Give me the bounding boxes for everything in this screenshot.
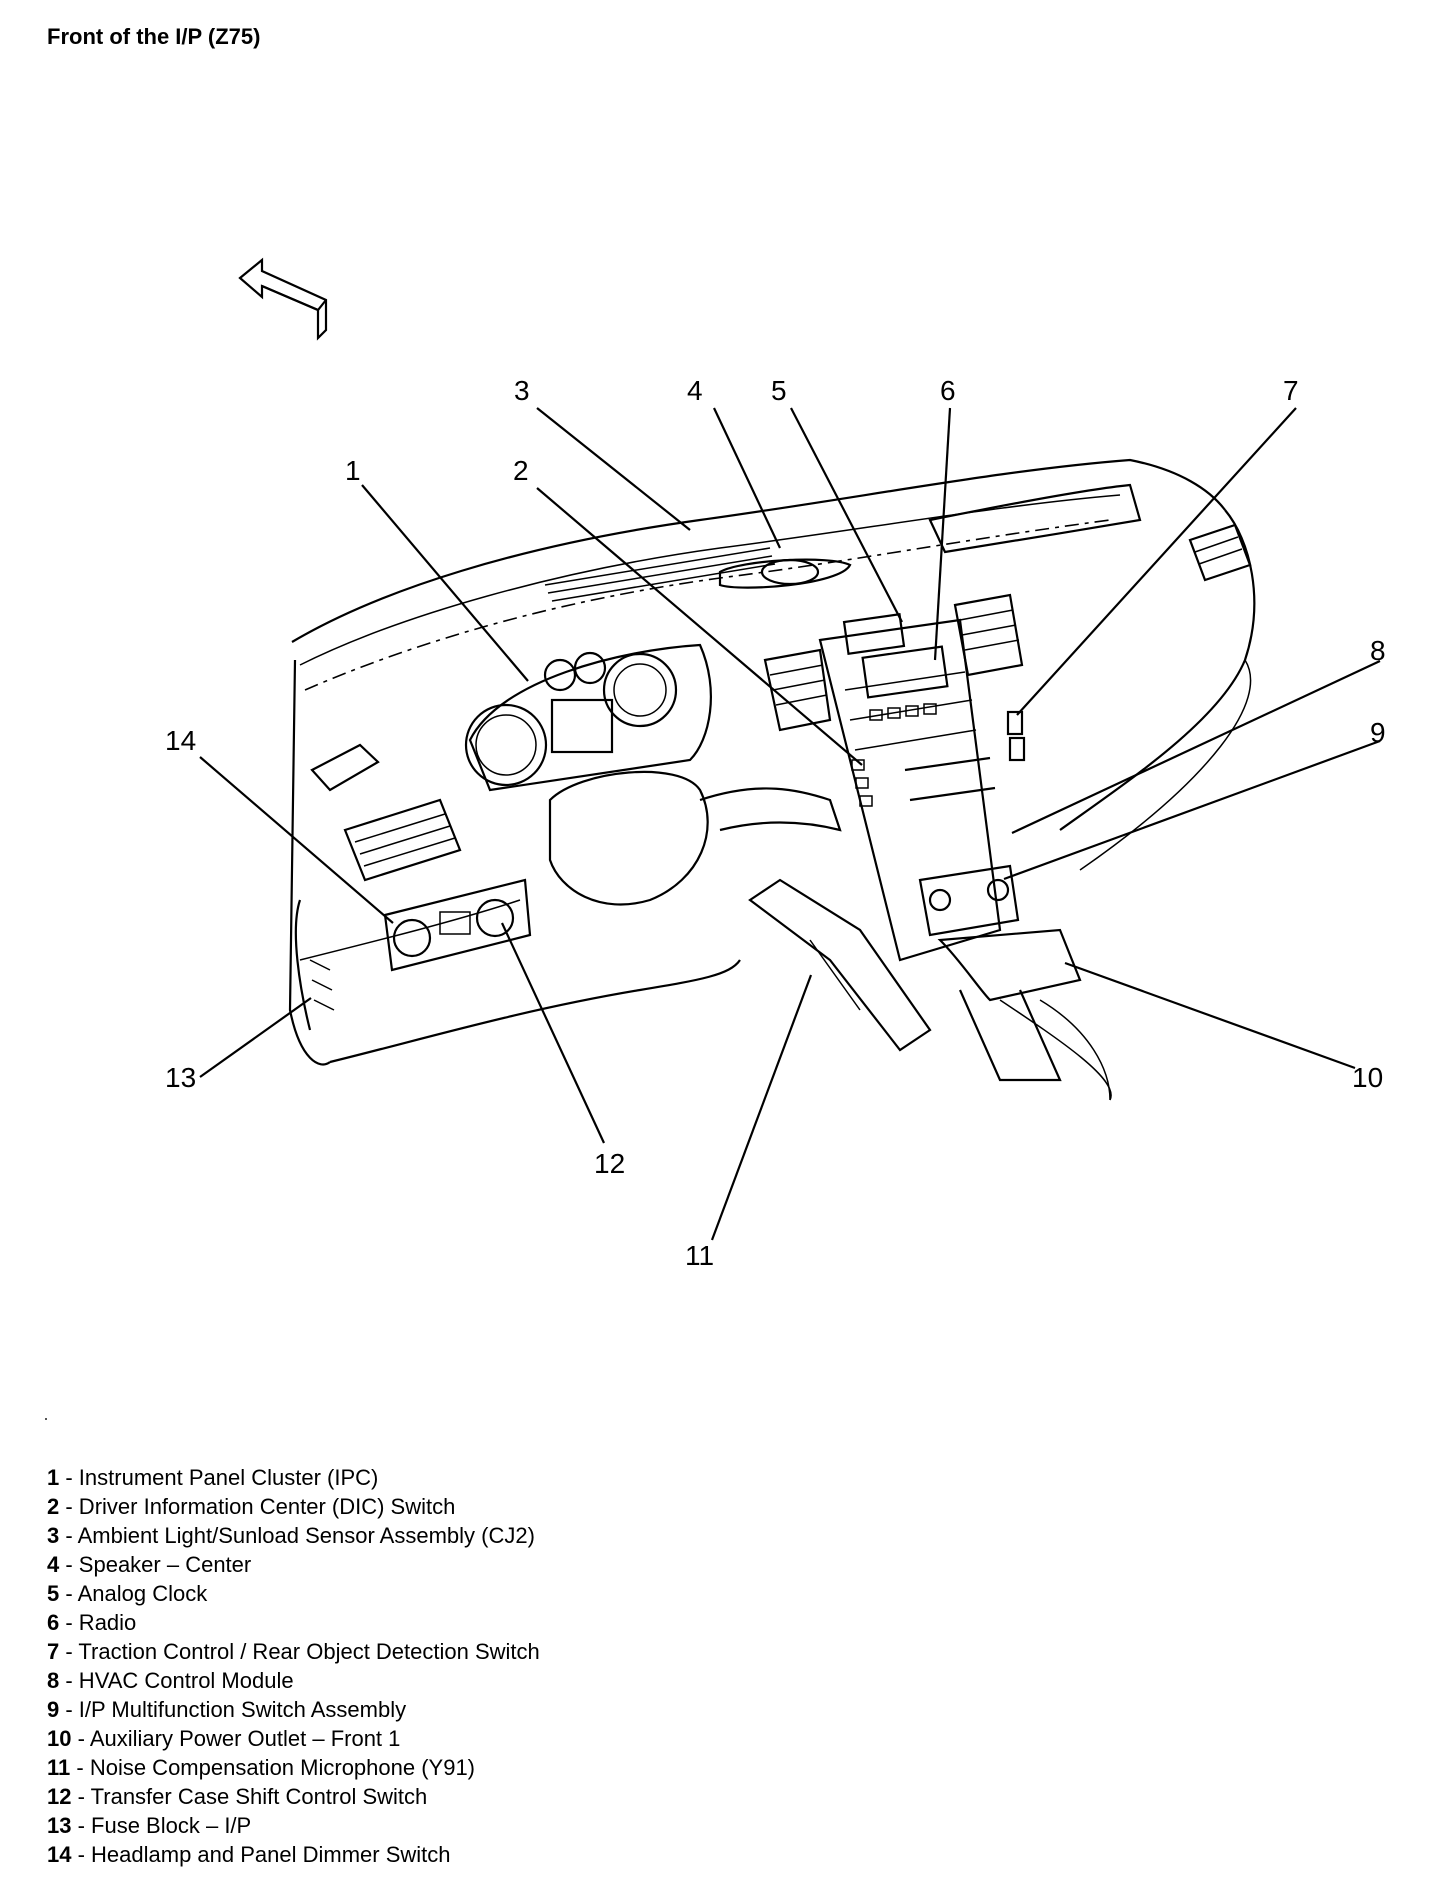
legend-item: 14 - Headlamp and Panel Dimmer Switch [47, 1840, 540, 1869]
legend-item: 11 - Noise Compensation Microphone (Y91) [47, 1753, 540, 1782]
legend-item-text: - Speaker – Center [59, 1552, 252, 1577]
instrument-panel-diagram: 1 2 3 4 5 6 7 8 9 10 11 12 13 14 [165, 257, 1386, 1271]
legend-item: 8 - HVAC Control Module [47, 1666, 540, 1695]
leader-lines [199, 407, 1381, 1241]
legend-item: 4 - Speaker – Center [47, 1550, 540, 1579]
legend-item-number: 4 [47, 1552, 60, 1577]
callout-1: 1 [345, 455, 361, 486]
legend-item-number: 2 [47, 1494, 60, 1519]
legend-item: 2 - Driver Information Center (DIC) Swit… [47, 1492, 540, 1521]
legend-item-text: - Noise Compensation Microphone (Y91) [70, 1755, 476, 1780]
callout-14: 14 [165, 725, 196, 756]
legend-item: 3 - Ambient Light/Sunload Sensor Assembl… [47, 1521, 540, 1550]
callout-2: 2 [513, 455, 529, 486]
callout-4: 4 [687, 375, 703, 406]
legend-item-number: 10 [47, 1726, 72, 1751]
legend-item-text: - HVAC Control Module [59, 1668, 294, 1693]
legend-item-text: - Traction Control / Rear Object Detecti… [59, 1639, 540, 1664]
legend-item: 6 - Radio [47, 1608, 540, 1637]
legend-item-text: - Driver Information Center (DIC) Switch [59, 1494, 456, 1519]
legend-item-text: - Headlamp and Panel Dimmer Switch [71, 1842, 451, 1867]
callout-labels: 1 2 3 4 5 6 7 8 9 10 11 12 13 14 [165, 375, 1386, 1271]
legend-item-text: - Auxiliary Power Outlet – Front 1 [71, 1726, 401, 1751]
callout-12: 12 [594, 1148, 625, 1179]
legend-item: 7 - Traction Control / Rear Object Detec… [47, 1637, 540, 1666]
callout-6: 6 [940, 375, 956, 406]
legend-list: 1 - Instrument Panel Cluster (IPC)2 - Dr… [47, 1463, 540, 1869]
page-title: Front of the I/P (Z75) [47, 24, 261, 49]
legend-item-number: 13 [47, 1813, 72, 1838]
dashboard-outline [288, 458, 1256, 1101]
legend-item: 9 - I/P Multifunction Switch Assembly [47, 1695, 540, 1724]
legend-item-text: - I/P Multifunction Switch Assembly [59, 1697, 407, 1722]
legend-item-text: - Instrument Panel Cluster (IPC) [59, 1465, 379, 1490]
forward-arrow-icon [238, 257, 328, 341]
legend-item-text: - Ambient Light/Sunload Sensor Assembly … [59, 1523, 535, 1548]
callout-5: 5 [771, 375, 787, 406]
callout-13: 13 [165, 1062, 196, 1093]
callout-8: 8 [1370, 635, 1386, 666]
legend-item-number: 8 [47, 1668, 60, 1693]
legend-item-number: 14 [47, 1842, 72, 1867]
legend-item-number: 11 [47, 1755, 71, 1780]
legend-item: 1 - Instrument Panel Cluster (IPC) [47, 1463, 540, 1492]
stray-mark [45, 1418, 47, 1420]
legend-item-number: 3 [47, 1523, 60, 1548]
legend-item: 12 - Transfer Case Shift Control Switch [47, 1782, 540, 1811]
legend-item-number: 12 [47, 1784, 72, 1809]
callout-11: 11 [685, 1240, 714, 1271]
callout-3: 3 [514, 375, 530, 406]
legend-item-text: - Analog Clock [59, 1581, 208, 1606]
callout-10: 10 [1352, 1062, 1383, 1093]
legend-item: 13 - Fuse Block – I/P [47, 1811, 540, 1840]
legend-item-number: 6 [47, 1610, 60, 1635]
legend-item-number: 7 [47, 1639, 60, 1664]
callout-7: 7 [1283, 375, 1299, 406]
legend-item-number: 1 [47, 1465, 60, 1490]
legend-item-number: 9 [47, 1697, 60, 1722]
legend-item: 10 - Auxiliary Power Outlet – Front 1 [47, 1724, 540, 1753]
legend-item-number: 5 [47, 1581, 60, 1606]
legend-item-text: - Transfer Case Shift Control Switch [71, 1784, 428, 1809]
legend-item-text: - Radio [59, 1610, 137, 1635]
legend-item: 5 - Analog Clock [47, 1579, 540, 1608]
callout-9: 9 [1370, 717, 1386, 748]
legend-item-text: - Fuse Block – I/P [71, 1813, 252, 1838]
